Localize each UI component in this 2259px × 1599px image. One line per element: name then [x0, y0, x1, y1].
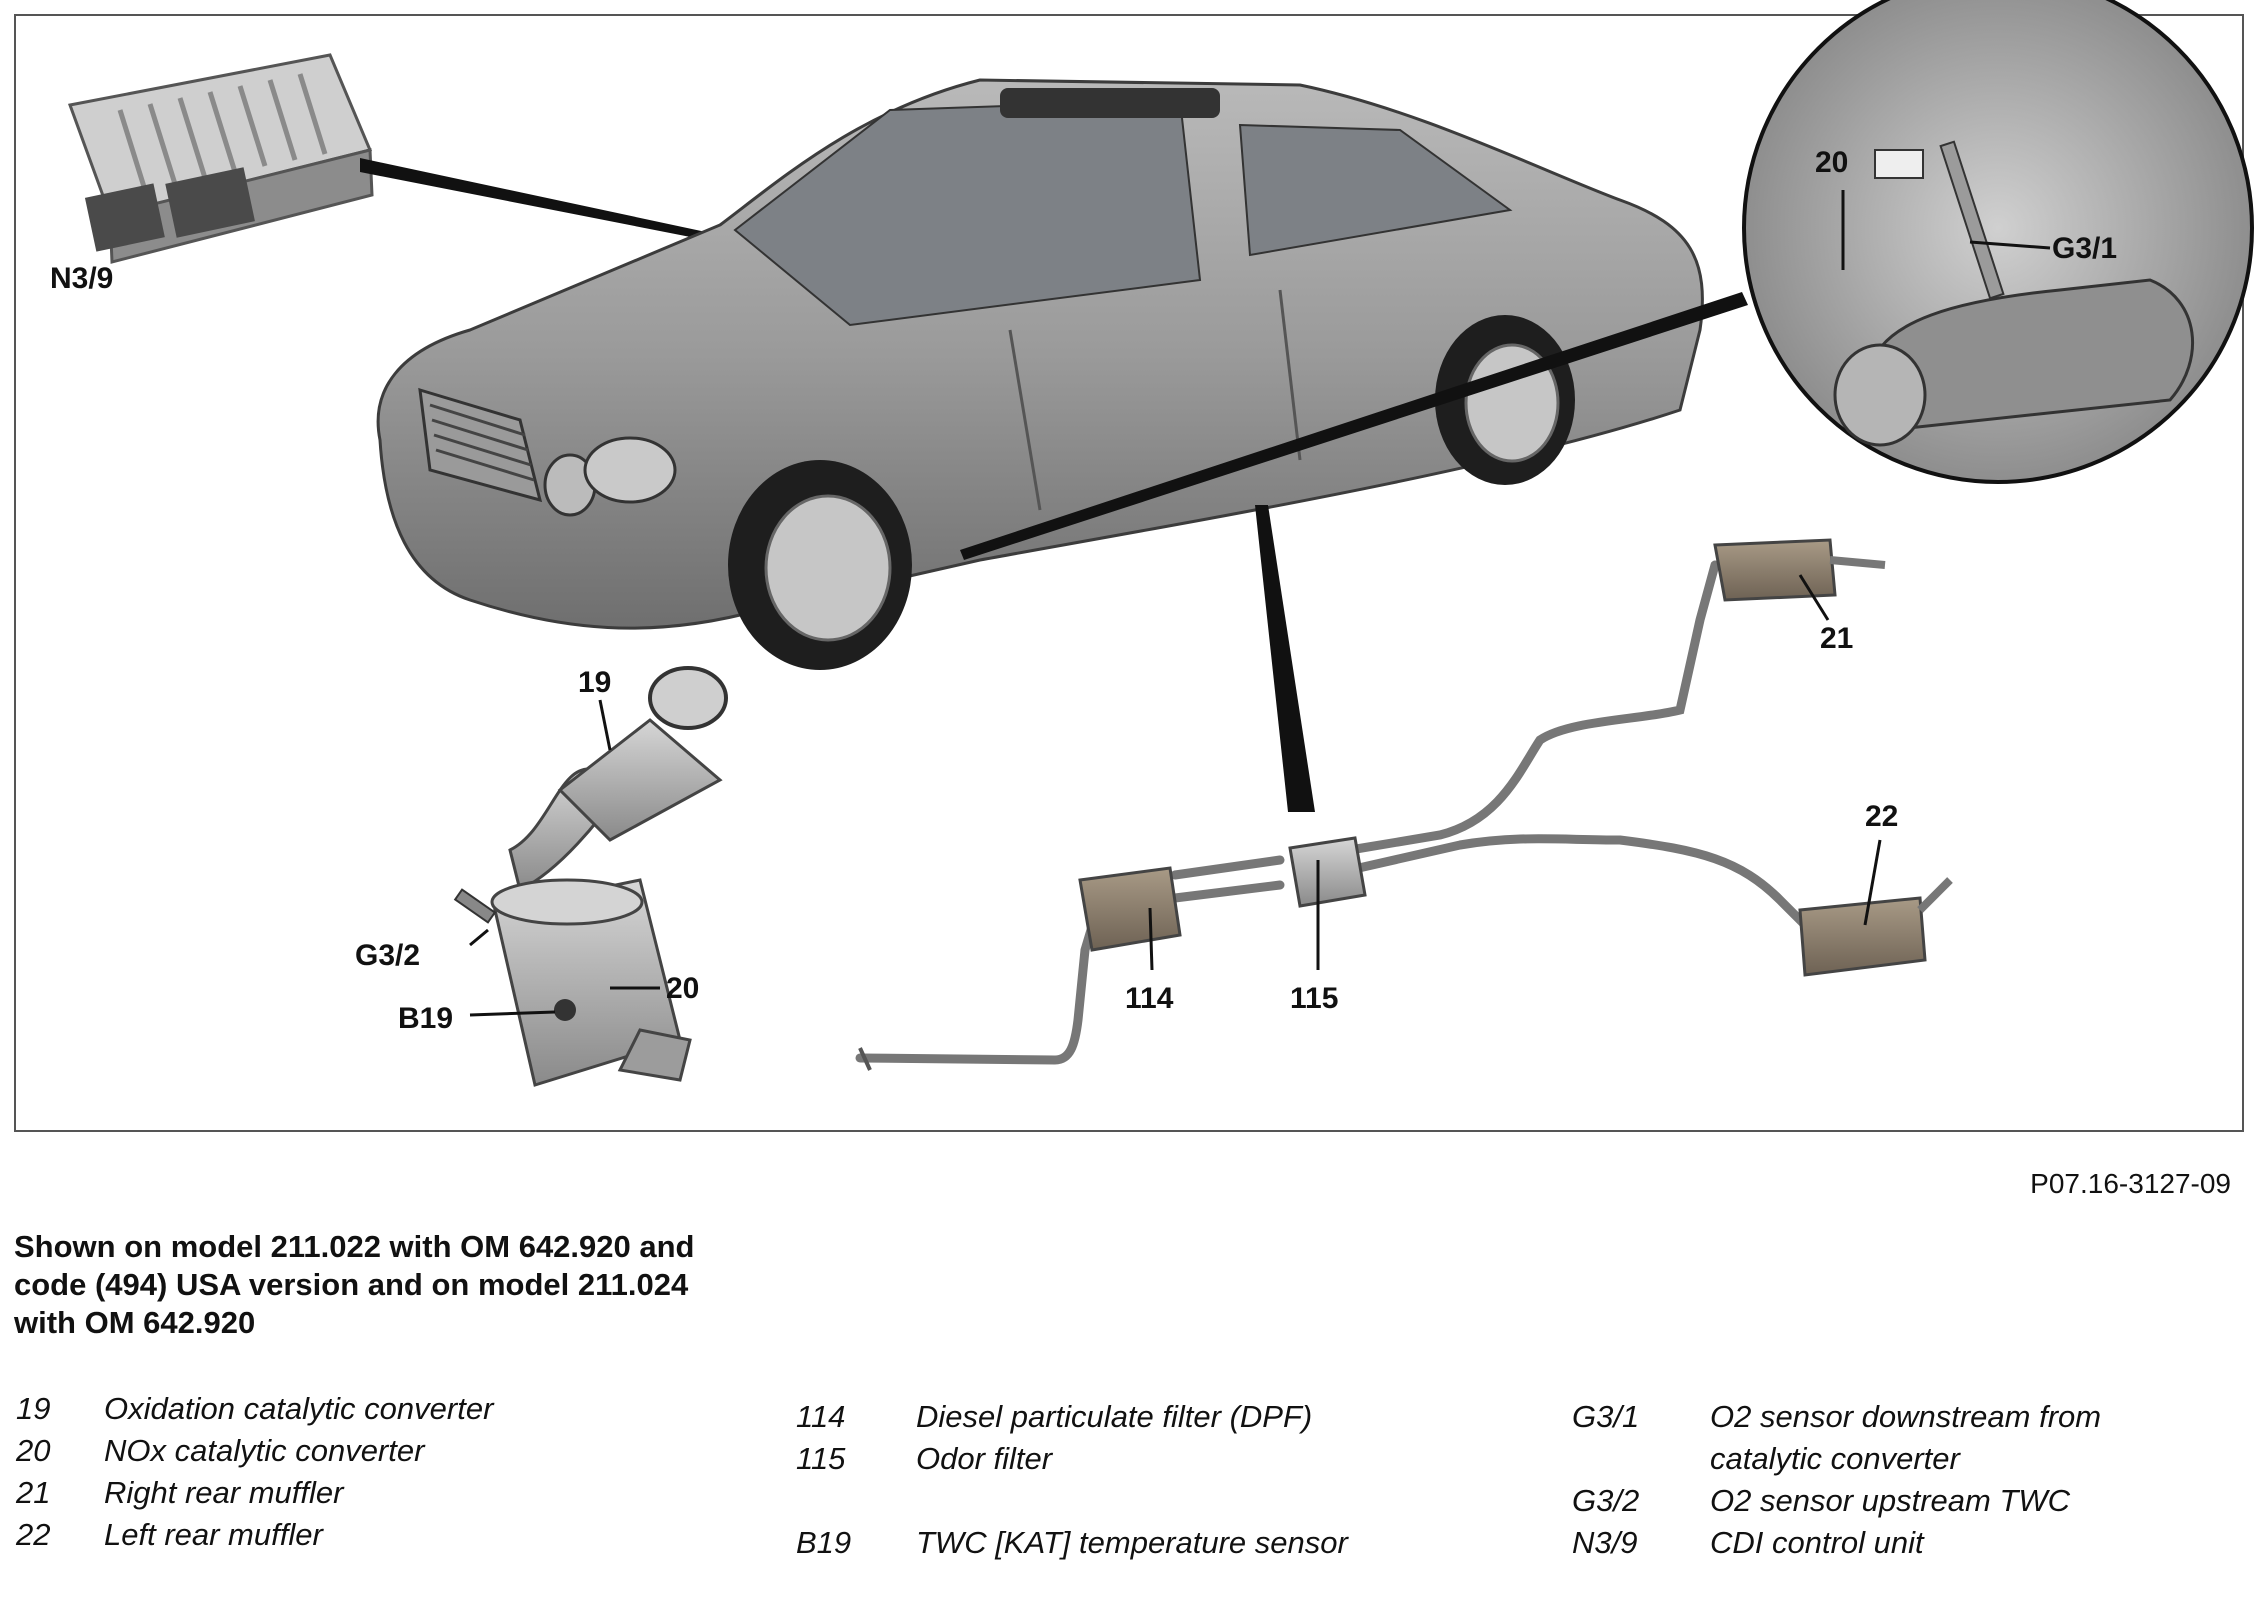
legend-item: 20 NOx catalytic converter	[16, 1430, 493, 1472]
inset-callout-20: 20	[1815, 146, 1848, 179]
legend-item: 21 Right rear muffler	[16, 1472, 493, 1514]
callout-21: 21	[1820, 622, 1853, 655]
callout-19: 19	[578, 666, 611, 699]
legend-item-number: 20	[16, 1433, 51, 1468]
car-image	[376, 78, 1704, 670]
legend-item-text: CDI control unit	[1710, 1525, 1924, 1560]
diagram-frame	[14, 14, 2244, 1132]
legend-column-2: 114 Diesel particulate filter (DPF) 115 …	[796, 1396, 1348, 1564]
legend-item-text: O2 sensor upstream TWC	[1710, 1483, 2071, 1518]
catalytic-converter-image	[453, 666, 728, 1087]
legend-item-number: 115	[796, 1441, 846, 1476]
legend-item-text: TWC [KAT] temperature sensor	[916, 1525, 1348, 1560]
legend-item-number: G3/1	[1572, 1399, 1640, 1434]
legend-item-number	[796, 1480, 916, 1522]
legend-item-text: O2 sensor downstream from catalytic conv…	[1710, 1399, 2102, 1476]
pointer-exhaust	[1255, 505, 1315, 812]
callout-b19: B19	[398, 1002, 453, 1035]
legend-item: G3/1 O2 sensor downstream from catalytic…	[1572, 1396, 2190, 1480]
legend-item-text: Odor filter	[916, 1441, 1053, 1476]
pointer-inset	[960, 292, 1748, 560]
legend-column-1: 19 Oxidation catalytic converter 20 NOx …	[16, 1388, 493, 1556]
exhaust-system-diagram: N3/9 19 G3/2 B19 20 114 115 21 22 20 G3/…	[50, 0, 2254, 1087]
legend-item-number: 22	[16, 1517, 51, 1552]
legend-item-text: Diesel particulate filter (DPF)	[916, 1399, 1313, 1434]
legend-item: G3/2 O2 sensor upstream TWC	[1572, 1480, 2190, 1522]
pointer-n3-9	[360, 158, 720, 242]
callout-20: 20	[666, 972, 699, 1005]
legend-item-number: 21	[16, 1475, 51, 1510]
callout-g3-2: G3/2	[355, 939, 420, 972]
exhaust-pipes-image	[855, 560, 1815, 1065]
legend-item: N3/9 CDI control unit	[1572, 1522, 2190, 1564]
legend-column-3: G3/1 O2 sensor downstream from catalytic…	[1572, 1396, 2190, 1564]
callout-115: 115	[1290, 982, 1338, 1015]
diagram-caption: Shown on model 211.022 with OM 642.920 a…	[14, 1229, 695, 1340]
leader-lines	[1148, 574, 1882, 971]
legend-item: 114 Diesel particulate filter (DPF)	[796, 1396, 1348, 1438]
callout-n3-9: N3/9	[50, 262, 113, 295]
muffler-shapes	[858, 538, 1953, 1071]
legend-item-number: N3/9	[1572, 1525, 1638, 1560]
legend-spacer	[796, 1480, 1348, 1522]
callout-22: 22	[1865, 800, 1898, 833]
legend-item: 22 Left rear muffler	[16, 1514, 493, 1556]
legend-item-number: 114	[796, 1399, 846, 1434]
legend-item-text: NOx catalytic converter	[104, 1433, 425, 1468]
inset-callout-g3-1: G3/1	[2052, 232, 2117, 265]
legend-item: 19 Oxidation catalytic converter	[16, 1388, 493, 1430]
callout-114: 114	[1125, 982, 1174, 1015]
legend-item-number: B19	[796, 1525, 852, 1560]
legend-item: B19 TWC [KAT] temperature sensor	[796, 1522, 1348, 1564]
legend-item: 115 Odor filter	[796, 1438, 1348, 1480]
cdi-control-unit-image	[67, 53, 374, 264]
sensor-inset-image	[1742, 0, 2254, 484]
legend-item-text: Oxidation catalytic converter	[104, 1391, 494, 1426]
legend-item-number: G3/2	[1572, 1483, 1640, 1518]
legend-item-text: Left rear muffler	[104, 1517, 323, 1552]
legend-item-number: 19	[16, 1391, 51, 1426]
figure-code: P07.16-3127-09	[2030, 1168, 2231, 1199]
legend-item-text: Right rear muffler	[104, 1475, 344, 1510]
